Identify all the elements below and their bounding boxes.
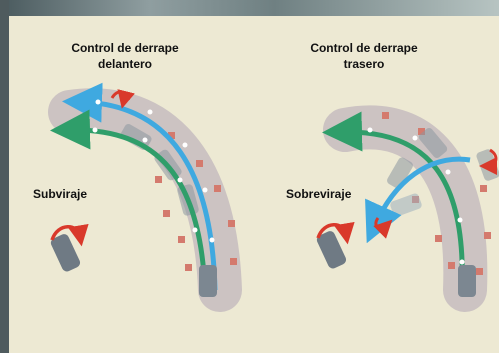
- rotation-arrow-icon: [316, 221, 355, 245]
- corrected-path: [62, 82, 218, 291]
- oversteer-car-icon: [316, 231, 347, 269]
- understeer-car-icon: [50, 234, 81, 272]
- intended-path: [322, 111, 465, 291]
- left-border: [0, 0, 9, 353]
- rear-skid-diagram: [316, 105, 499, 312]
- intended-path: [50, 109, 208, 291]
- ghost-car: [418, 128, 448, 158]
- corrected-path: [365, 156, 471, 244]
- correction-arrow-icon: [373, 217, 393, 239]
- car-icon: [199, 265, 217, 297]
- illustration-panel: [9, 16, 499, 353]
- label-oversteer: Sobreviraje: [286, 187, 352, 201]
- correction-arrow-icon: [479, 148, 498, 175]
- caption-front-skid-control: Control de derrape delantero: [71, 41, 179, 71]
- header-photo-strip: [0, 0, 499, 18]
- label-understeer: Subviraje: [33, 187, 88, 201]
- car-icon: [458, 265, 476, 297]
- front-skid-diagram: [48, 82, 242, 312]
- road-curve: [323, 105, 488, 312]
- ghost-car: [387, 157, 413, 189]
- caption-rear-skid-control: Control de derrape trasero: [310, 41, 418, 71]
- correction-arrow-icon: [110, 89, 135, 109]
- rotation-arrow-icon: [50, 223, 89, 247]
